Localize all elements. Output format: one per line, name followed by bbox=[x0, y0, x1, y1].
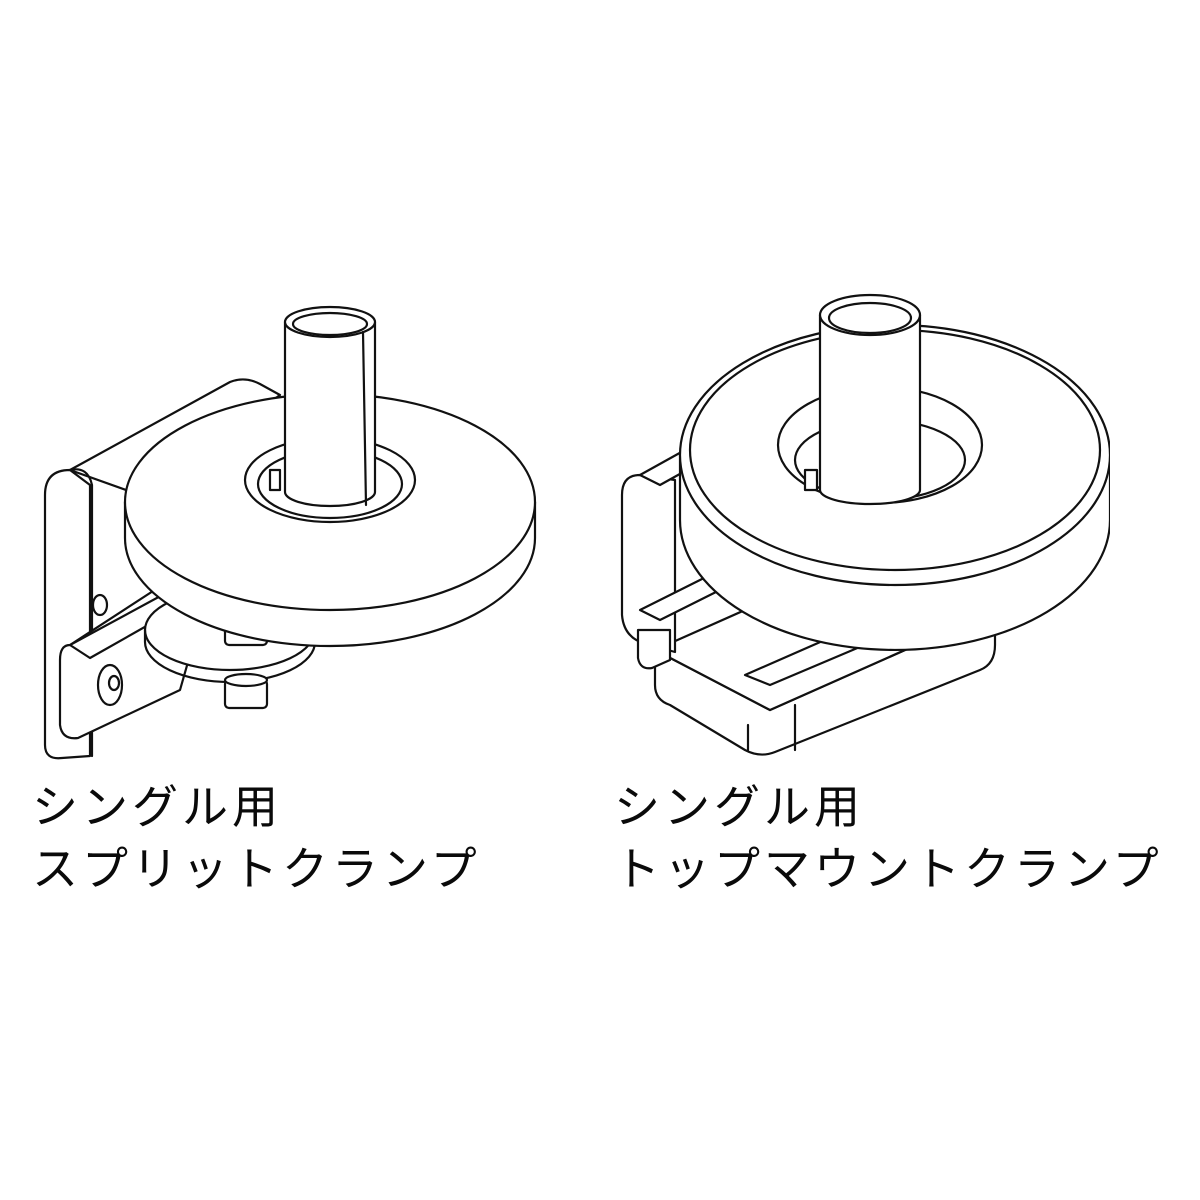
split-clamp-illustration bbox=[43, 305, 537, 760]
split-clamp-drawing bbox=[30, 280, 550, 770]
caption-line-product: スプリットクランプ bbox=[32, 842, 481, 896]
caption-line-product: トップマウントクランプ bbox=[614, 842, 1163, 896]
caption-line-usage: シングル用 bbox=[614, 780, 864, 834]
top-mount-clamp-illustration bbox=[620, 293, 1110, 756]
split-clamp-caption: シングル用 スプリットクランプ bbox=[32, 776, 481, 900]
top-mount-clamp-caption: シングル用 トップマウントクランプ bbox=[614, 776, 1163, 900]
caption-line-usage: シングル用 bbox=[32, 780, 282, 834]
top-mount-clamp-drawing bbox=[610, 280, 1110, 760]
